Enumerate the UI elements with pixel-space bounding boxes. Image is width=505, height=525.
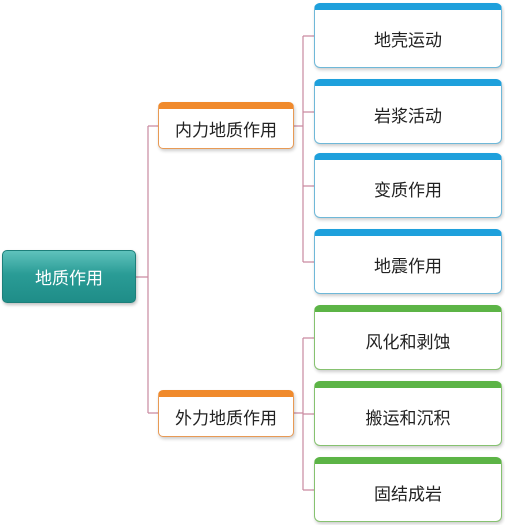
- leaf-node: 固结成岩: [314, 457, 502, 522]
- leaf-label: 变质作用: [374, 181, 442, 201]
- root-label: 地质作用: [35, 269, 103, 289]
- branch1-connector: [294, 35, 314, 263]
- branch2-connector: [294, 337, 314, 491]
- branch-node-external: 外力地质作用: [158, 390, 294, 437]
- leaf-label: 搬运和沉积: [365, 409, 451, 429]
- leaf-node: 岩浆活动: [314, 79, 502, 144]
- root-connector: [136, 125, 158, 414]
- branch-label: 外力地质作用: [175, 409, 277, 429]
- leaf-label: 风化和剥蚀: [365, 333, 451, 353]
- leaf-node: 风化和剥蚀: [314, 305, 502, 370]
- leaf-node: 地壳运动: [314, 3, 502, 68]
- leaf-label: 地壳运动: [374, 31, 442, 51]
- leaf-node: 搬运和沉积: [314, 381, 502, 446]
- leaf-node: 地震作用: [314, 229, 502, 294]
- branch-label: 内力地质作用: [175, 121, 277, 141]
- root-node: 地质作用: [2, 250, 136, 303]
- leaf-label: 岩浆活动: [374, 107, 442, 127]
- leaf-label: 地震作用: [374, 257, 442, 277]
- branch-node-internal: 内力地质作用: [158, 102, 294, 149]
- leaf-label: 固结成岩: [374, 485, 442, 505]
- leaf-node: 变质作用: [314, 153, 502, 218]
